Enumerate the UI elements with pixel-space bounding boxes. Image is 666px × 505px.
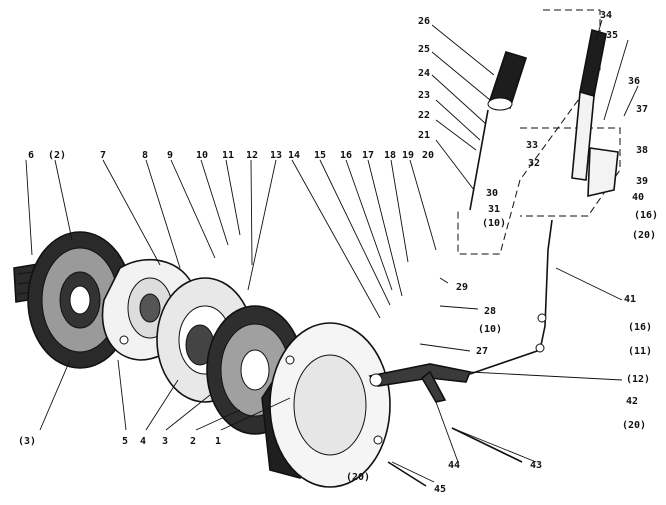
label-12: 12 (246, 150, 258, 161)
label-18: 18 (384, 150, 396, 161)
label-27: 27 (476, 346, 488, 357)
label-p20c: (20) (346, 472, 370, 483)
label-34: 34 (600, 10, 612, 21)
label-p10b: (10) (478, 324, 502, 335)
label-4: 4 (140, 436, 146, 447)
label-9: 9 (167, 150, 173, 161)
label-36: 36 (628, 76, 640, 87)
label-14: 14 (288, 150, 300, 161)
label-20: 20 (422, 150, 434, 161)
label-p3: (3) (18, 436, 36, 447)
label-6: 6 (28, 150, 34, 161)
label-28: 28 (484, 306, 496, 317)
label-37: 37 (636, 104, 648, 115)
label-29: 29 (456, 282, 468, 293)
label-22: 22 (418, 110, 430, 121)
callout-labels: 6 (2) 7 8 9 10 11 12 13 14 15 16 17 18 1… (18, 10, 658, 495)
leader-lines (25, 19, 639, 483)
label-p16a: (16) (634, 210, 658, 221)
label-p11: (11) (628, 346, 652, 357)
label-24: 24 (418, 68, 430, 79)
handle-grip (487, 51, 528, 111)
label-21: 21 (418, 130, 430, 141)
label-17: 17 (362, 150, 374, 161)
label-40: 40 (632, 192, 644, 203)
label-3: 3 (162, 436, 168, 447)
label-43: 43 (530, 460, 542, 471)
label-p12: (12) (626, 374, 650, 385)
label-15: 15 (314, 150, 326, 161)
label-30: 30 (486, 188, 498, 199)
label-5: 5 (122, 436, 128, 447)
label-35: 35 (606, 30, 618, 41)
label-8: 8 (142, 150, 148, 161)
push-rod (387, 109, 523, 487)
label-25: 25 (418, 44, 430, 55)
label-p2: (2) (48, 150, 66, 161)
label-19: 19 (402, 150, 414, 161)
label-1: 1 (215, 436, 221, 447)
label-42: 42 (626, 396, 638, 407)
pedal-arm (571, 28, 619, 198)
label-11: 11 (222, 150, 234, 161)
label-38: 38 (636, 145, 648, 156)
lever-group-outline (457, 9, 601, 255)
clutch-housing (261, 322, 391, 488)
label-31: 31 (488, 204, 500, 215)
label-23: 23 (418, 90, 430, 101)
label-26: 26 (418, 16, 430, 27)
label-p20a: (20) (632, 230, 656, 241)
label-p10a: (10) (482, 218, 506, 229)
release-lever (368, 363, 472, 403)
linkage-rod (469, 219, 553, 375)
label-41: 41 (624, 294, 636, 305)
label-p16b: (16) (628, 322, 652, 333)
label-44: 44 (448, 460, 460, 471)
label-13: 13 (270, 150, 282, 161)
label-33: 33 (526, 140, 538, 151)
label-10: 10 (196, 150, 208, 161)
label-16: 16 (340, 150, 352, 161)
label-p20b: (20) (622, 420, 646, 431)
label-39: 39 (636, 176, 648, 187)
label-2: 2 (190, 436, 196, 447)
label-32: 32 (528, 158, 540, 169)
label-7: 7 (100, 150, 106, 161)
label-45: 45 (434, 484, 446, 495)
